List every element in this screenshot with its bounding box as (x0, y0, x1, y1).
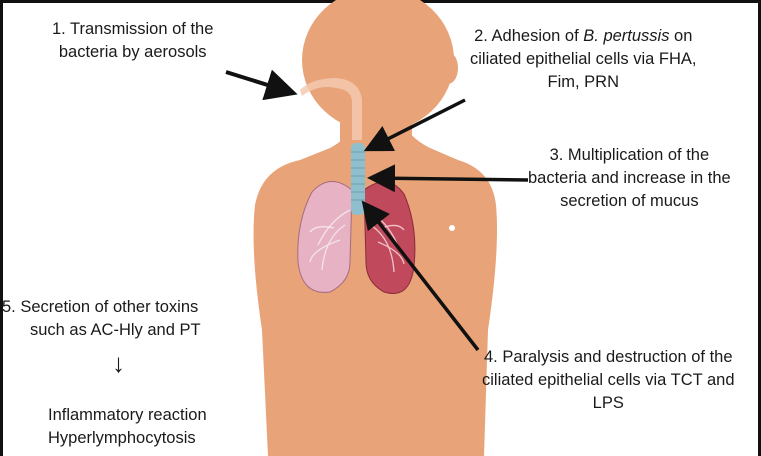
step-5-result-1: Inflammatory reaction (48, 404, 207, 427)
arrow-1 (226, 72, 290, 92)
neck (340, 100, 412, 150)
step-3-line-3: secretion of mucus (528, 190, 731, 213)
arrow-3 (374, 178, 528, 180)
step-4-line-1: 4. Paralysis and destruction of the (482, 346, 735, 369)
step-2-line-2: ciliated epithelial cells via FHA, (470, 48, 697, 71)
step-4-line-3: LPS (482, 392, 735, 415)
step-2-line-1: 2. Adhesion of B. pertussis on (470, 25, 697, 48)
step-5-label: 5. Secretion of other toxins such as AC-… (2, 296, 201, 342)
trachea (351, 143, 365, 215)
step-3-line-2: bacteria and increase in the (528, 167, 731, 190)
step-2-organism: B. pertussis (583, 27, 669, 45)
step-4-line-2: ciliated epithelial cells via TCT and (482, 369, 735, 392)
step-2-line-3: Fim, PRN (470, 71, 697, 94)
step-2-prefix: 2. Adhesion of (474, 27, 583, 45)
step-1-line-2: bacteria by aerosols (52, 41, 213, 64)
step-3-line-1: 3. Multiplication of the (528, 144, 731, 167)
step-5-result-2: Hyperlymphocytosis (48, 427, 207, 450)
step-1-label: 1. Transmission of the bacteria by aeros… (52, 18, 213, 64)
shoulder-dot (449, 225, 455, 231)
step-5-line-2: such as AC-Hly and PT (2, 319, 201, 342)
step-3-label: 3. Multiplication of the bacteria and in… (528, 144, 731, 213)
step-5-arrow: ↓ (112, 352, 125, 375)
step-2-suffix: on (669, 27, 692, 45)
ear (438, 52, 458, 84)
step-5-result: Inflammatory reaction Hyperlymphocytosis (48, 404, 207, 450)
step-5-line-1: 5. Secretion of other toxins (2, 296, 201, 319)
step-2-label: 2. Adhesion of B. pertussis on ciliated … (470, 25, 697, 94)
step-1-line-1: 1. Transmission of the (52, 18, 213, 41)
step-4-label: 4. Paralysis and destruction of the cili… (482, 346, 735, 415)
